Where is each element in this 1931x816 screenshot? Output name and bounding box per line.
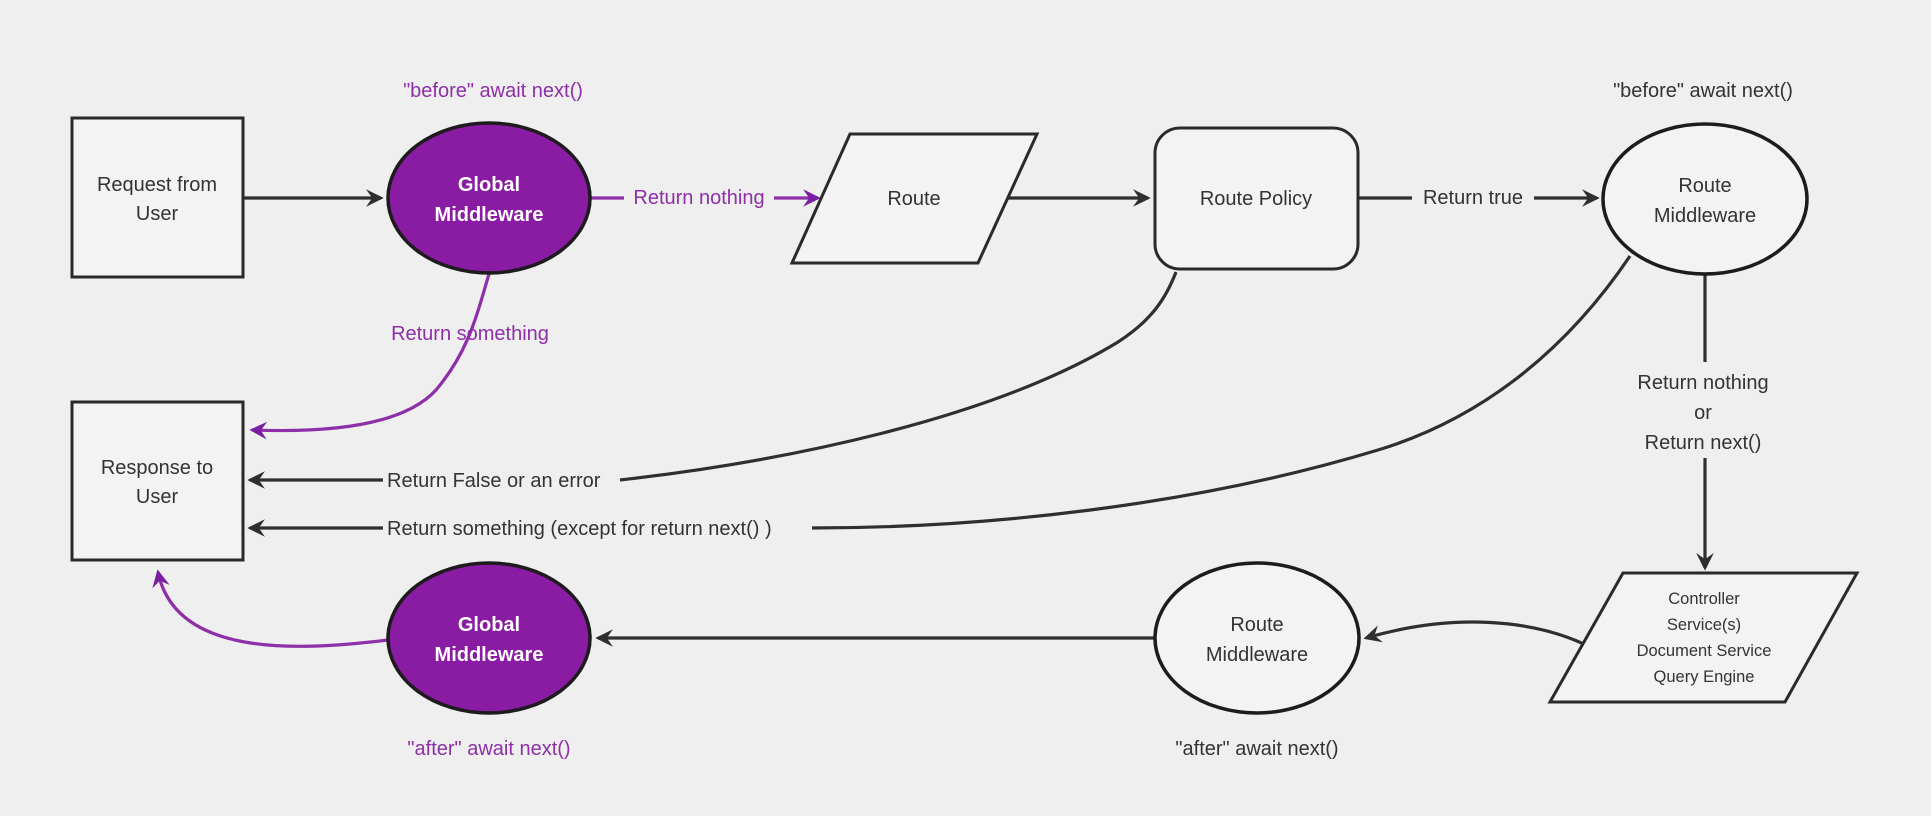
controller-label-line2: Service(s) <box>1667 616 1741 634</box>
label-before-await-next-top-left: "before" await next() <box>403 80 583 102</box>
route-middleware-bottom-label-line2: Middleware <box>1206 644 1308 666</box>
route-policy-label: Route Policy <box>1200 188 1312 210</box>
global-middleware-bottom-label-line1: Global <box>458 614 520 636</box>
request-from-user-label-line2: User <box>136 203 179 225</box>
node-response-to-user: Response to User <box>70 400 245 562</box>
node-request-from-user: Request from User <box>70 116 245 279</box>
edge-return-something-except-curve <box>811 255 1632 530</box>
request-from-user-box <box>70 116 245 279</box>
label-return-nothing-or-line2: or <box>1694 402 1712 424</box>
route-parallelogram <box>789 132 1040 265</box>
label-return-nothing-or-next: Return nothing or Return next() <box>1637 372 1768 454</box>
global-middleware-top-label-line1: Global <box>458 174 520 196</box>
global-middleware-bottom-label-line2: Middleware <box>435 644 544 666</box>
label-return-false-or-error: Return False or an error <box>387 470 601 492</box>
node-route-middleware-bottom: Route Middleware <box>1153 561 1361 715</box>
edge-return-false-curve <box>619 271 1178 482</box>
route-label: Route <box>887 188 940 210</box>
label-return-something: Return something <box>391 323 549 345</box>
global-middleware-top-label-line2: Middleware <box>435 204 544 226</box>
label-before-await-next-top-right: "before" await next() <box>1613 80 1793 102</box>
label-return-nothing: Return nothing <box>633 187 764 209</box>
route-policy-box <box>1153 126 1360 271</box>
label-after-await-next-bottom-left: "after" await next() <box>407 738 570 760</box>
request-from-user-label-line1: Request from <box>97 174 217 196</box>
edge-global-middleware-return-something-to-response <box>249 273 491 440</box>
node-global-middleware-top: Global Middleware <box>386 121 592 275</box>
node-route-policy: Route Policy <box>1153 126 1360 271</box>
node-global-middleware-bottom: Global Middleware <box>386 561 592 715</box>
label-after-await-next-bottom-middle: "after" await next() <box>1175 738 1338 760</box>
controller-label-line1: Controller <box>1668 590 1740 608</box>
label-return-true: Return true <box>1423 187 1523 209</box>
route-middleware-bottom-label-line1: Route <box>1230 614 1283 636</box>
edge-global-middleware-bottom-to-response <box>152 569 389 648</box>
route-middleware-top-label-line1: Route <box>1678 175 1731 197</box>
route-middleware-top-label-line2: Middleware <box>1654 205 1756 227</box>
controller-label-line3: Document Service <box>1637 642 1772 660</box>
response-to-user-label-line1: Response to <box>101 457 213 479</box>
controller-services-parallelogram <box>1547 571 1860 704</box>
route-middleware-bottom-ellipse <box>1153 561 1361 715</box>
label-return-something-except: Return something (except for return next… <box>387 518 772 540</box>
global-middleware-bottom-ellipse <box>386 561 592 715</box>
edge-controller-to-route-middleware-bottom <box>1363 620 1589 648</box>
response-to-user-label-line2: User <box>136 486 179 508</box>
label-return-nothing-or-line3: Return next() <box>1645 432 1762 454</box>
node-controller-services: Controller Service(s) Document Service Q… <box>1547 571 1860 704</box>
response-to-user-box <box>70 400 245 562</box>
label-return-nothing-or-line1: Return nothing <box>1637 372 1768 394</box>
global-middleware-top-ellipse <box>386 121 592 275</box>
route-middleware-top-ellipse <box>1601 122 1809 276</box>
controller-label-line4: Query Engine <box>1654 668 1755 686</box>
node-route-middleware-top: Route Middleware <box>1601 122 1809 276</box>
node-route: Route <box>789 132 1040 265</box>
